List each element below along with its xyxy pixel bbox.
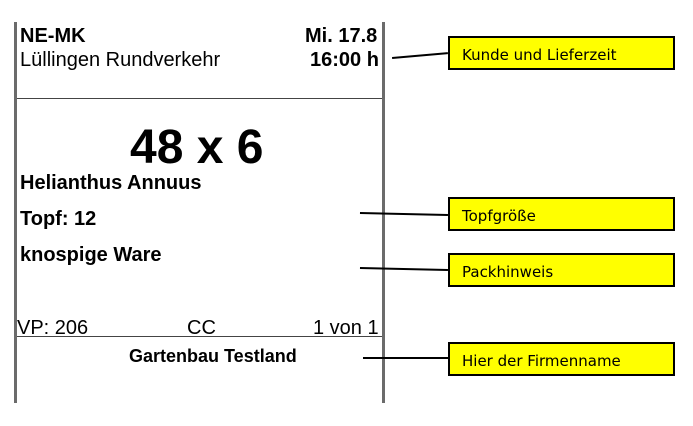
callout-line (392, 52, 448, 59)
callout-packing-note: Packhinweis (448, 253, 675, 287)
company-name: Gartenbau Testland (129, 346, 297, 366)
callout-pot-size: Topfgröße (448, 197, 675, 231)
route: Lüllingen Rundverkehr (20, 49, 221, 71)
header-divider (17, 98, 382, 99)
cc-code: CC (187, 317, 216, 339)
delivery-date: Mi. 17.8 (305, 25, 378, 47)
page-count: 1 von 1 (313, 317, 379, 339)
vp-number: VP: 206 (17, 317, 89, 339)
customer-code: NE-MK (20, 25, 86, 47)
delivery-time: 16:00 h (310, 49, 379, 71)
callout-line (363, 357, 448, 359)
footer-divider (17, 336, 382, 337)
shipping-label: NE-MK Lüllingen Rundverkehr Mi. 17.8 16:… (17, 22, 382, 403)
packing-note: knospige Ware (20, 244, 162, 266)
callout-company-name: Hier der Firmenname (448, 342, 675, 376)
product-name: Helianthus Annuus (20, 172, 202, 194)
callout-customer-delivery: Kunde und Lieferzeit (448, 36, 675, 70)
label-left-border (14, 22, 17, 403)
pot-size: Topf: 12 (20, 208, 97, 230)
quantity: 48 x 6 (130, 121, 264, 174)
